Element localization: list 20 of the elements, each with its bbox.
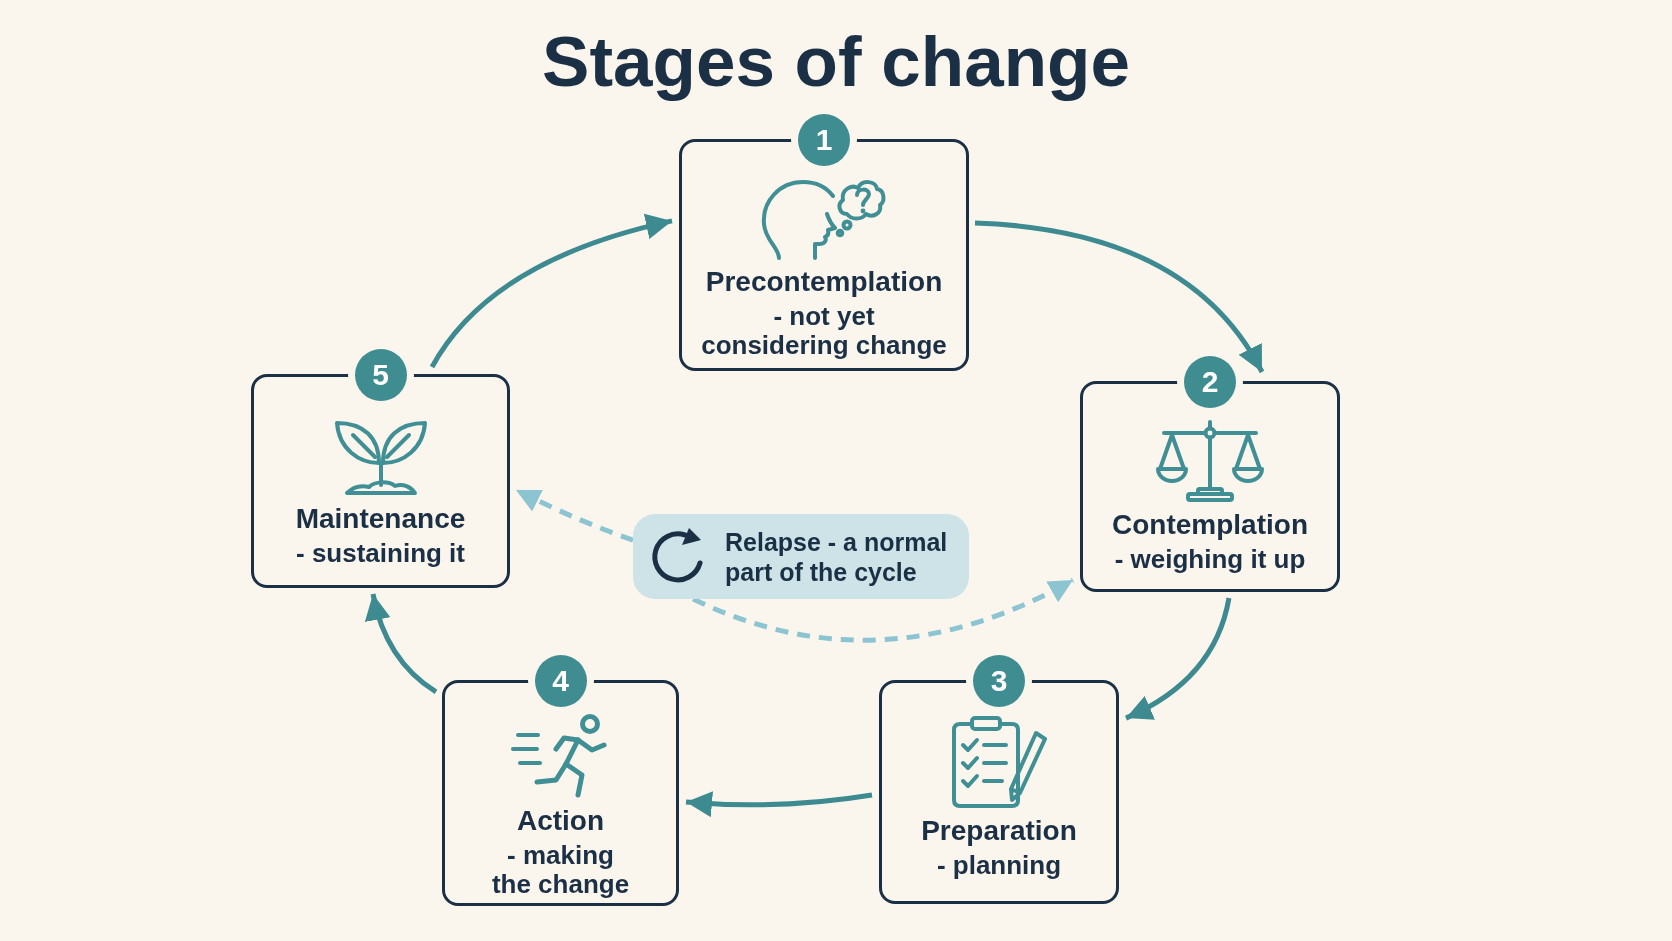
relapse-callout: [633, 514, 969, 599]
stage-title: Preparation: [921, 815, 1077, 847]
arrow: [429, 214, 673, 369]
arrow: [685, 791, 873, 817]
arrow: [974, 220, 1265, 374]
arrow: [1124, 597, 1232, 721]
dashed-arrow: [692, 577, 1075, 643]
stage-description: - planning: [936, 851, 1062, 880]
arrow: [365, 593, 438, 695]
stage-title: Action: [516, 805, 605, 837]
diagram-title: Stages of change: [542, 22, 1130, 102]
stage-description: - not yet considering change: [700, 302, 948, 360]
stage-description: - sustaining it: [296, 539, 465, 568]
dashed-arrow: [514, 487, 634, 543]
stage-title: Contemplation: [1112, 509, 1308, 541]
stage-title: Maintenance: [295, 503, 466, 535]
stage-title: Precontemplation: [705, 266, 943, 298]
callout-text: Relapse - a normal part of the cycle: [725, 526, 949, 587]
stage-description: - making the change: [490, 841, 631, 899]
stage-description: - weighing it up: [1114, 545, 1306, 574]
